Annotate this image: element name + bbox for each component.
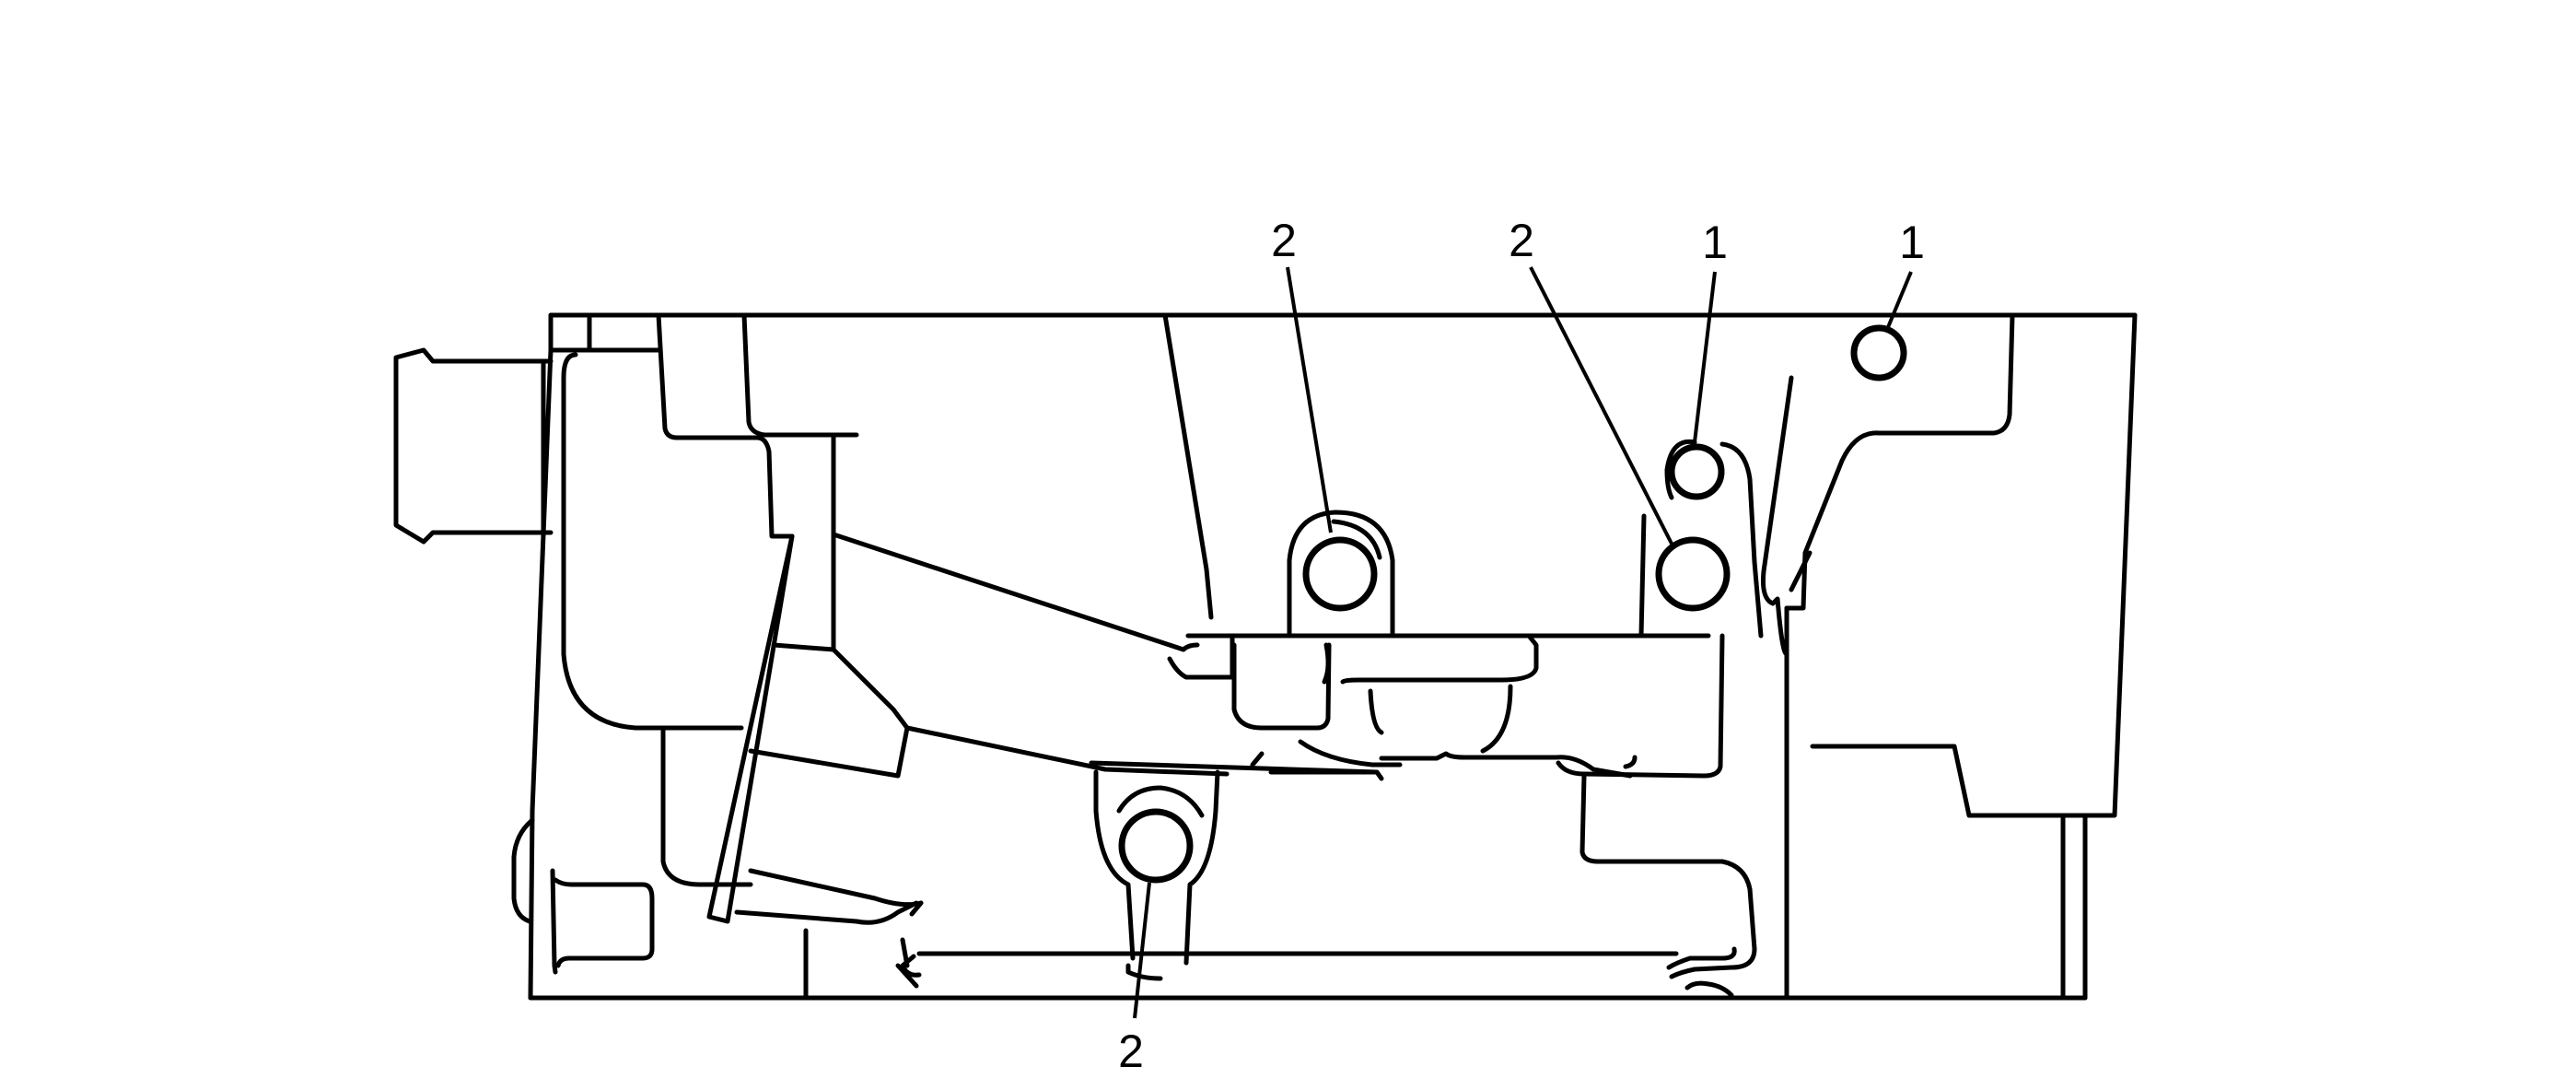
bolt-lower-left	[1118, 808, 1194, 884]
center-web	[1089, 312, 1711, 781]
leader-line	[1529, 266, 1673, 545]
inlet-fitting	[393, 347, 554, 545]
leader-line	[1133, 882, 1151, 1019]
callout-labels: 2 2 1 1 2	[1118, 215, 1925, 1077]
leader-line	[1286, 266, 1333, 533]
leader-lines	[1133, 266, 1913, 1019]
bolt-upper-small	[1668, 443, 1725, 500]
leader-line	[1693, 271, 1717, 443]
bolt-top-right	[1850, 324, 1907, 381]
callout-label: 2	[1509, 215, 1534, 266]
bolts	[1118, 324, 1907, 884]
bolt-upper-left	[1302, 536, 1378, 612]
lower-left-boss	[895, 769, 1679, 989]
callout-label: 2	[1271, 215, 1297, 266]
upper-left-boss	[1287, 510, 1395, 639]
left-chamber	[511, 312, 1230, 1001]
bolt-middle-right	[1655, 536, 1731, 612]
right-passage	[1556, 312, 2015, 1001]
callout-label: 1	[1899, 217, 1925, 268]
callout-label: 2	[1118, 1026, 1144, 1077]
callout-label: 1	[1702, 217, 1728, 268]
leader-line	[1884, 271, 1913, 333]
